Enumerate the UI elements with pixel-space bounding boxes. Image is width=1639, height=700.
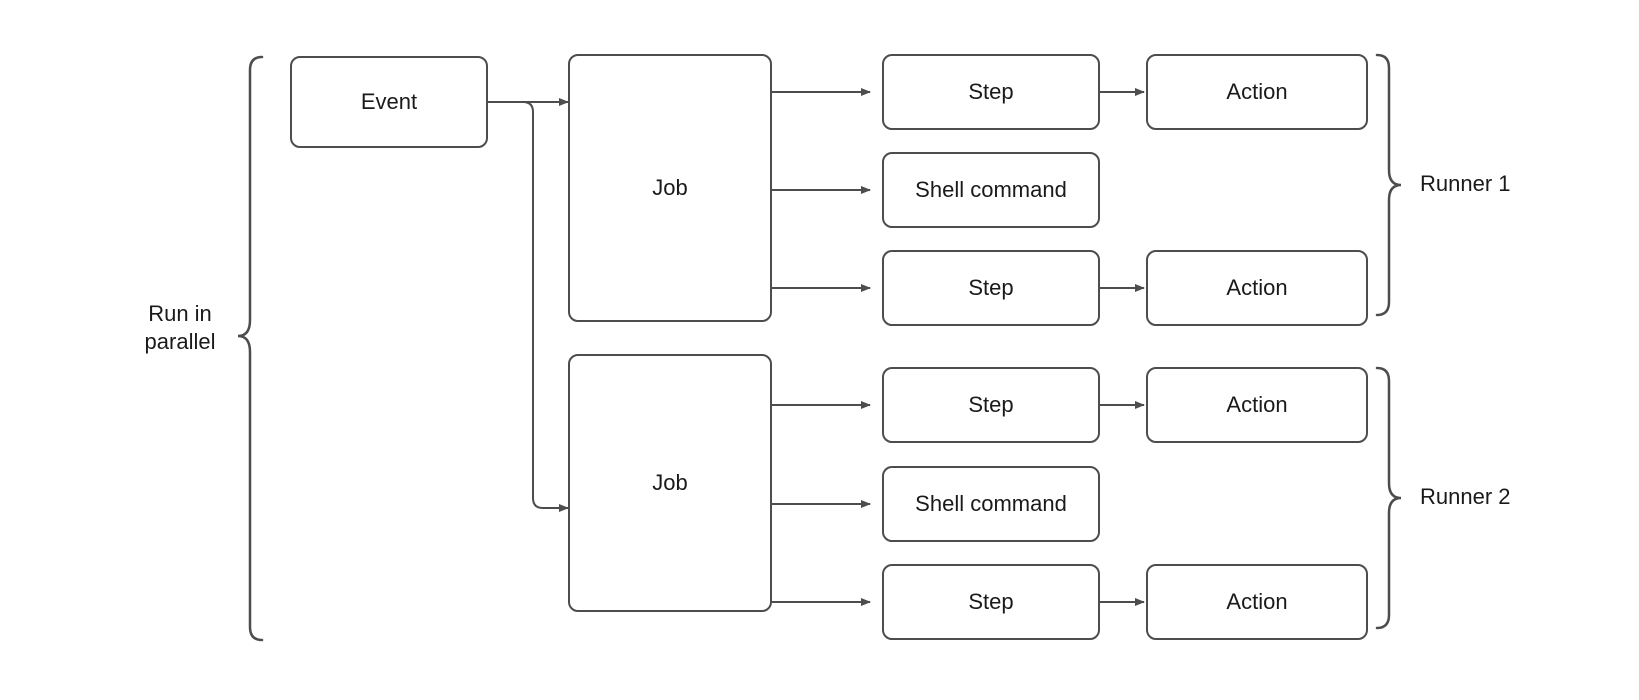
brace-run-in-parallel [237, 55, 264, 642]
node-action-runner-2-row-3[interactable]: Action [1146, 564, 1368, 640]
node-shell-command-runner-2[interactable]: Shell command [882, 466, 1100, 542]
runner-1-label: Runner 1 [1420, 171, 1511, 196]
node-job-runner-2[interactable]: Job [568, 354, 772, 612]
node-action-runner-2-row-1[interactable]: Action [1146, 367, 1368, 443]
node-job-runner-1[interactable]: Job [568, 54, 772, 322]
runner-2-label: Runner 2 [1420, 484, 1511, 509]
node-shell-command-runner-1[interactable]: Shell command [882, 152, 1100, 228]
node-step-runner-1-row-1[interactable]: Step [882, 54, 1100, 130]
node-action-runner-1-row-1[interactable]: Action [1146, 54, 1368, 130]
node-step-runner-2-row-1[interactable]: Step [882, 367, 1100, 443]
brace-runner-2 [1375, 366, 1402, 630]
connector-event-split [488, 101, 569, 512]
run-in-parallel-label: Run in parallel [144, 301, 216, 354]
node-action-runner-1-row-3[interactable]: Action [1146, 250, 1368, 326]
node-step-runner-1-row-3[interactable]: Step [882, 250, 1100, 326]
node-event[interactable]: Event [290, 56, 488, 148]
node-step-runner-2-row-3[interactable]: Step [882, 564, 1100, 640]
brace-runner-1 [1375, 53, 1402, 317]
